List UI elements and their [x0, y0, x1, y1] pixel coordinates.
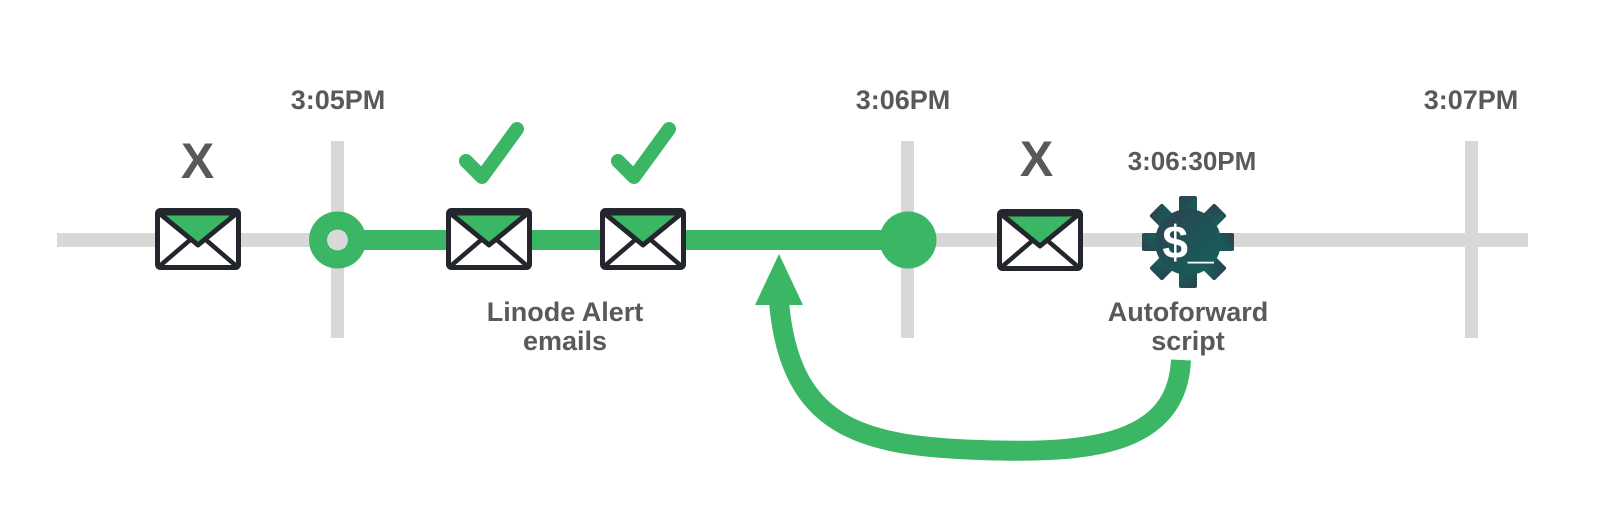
autoforward-caption-line1: Autoforward — [1107, 297, 1269, 327]
gear-teeth — [1142, 196, 1234, 288]
tick-3-05pm — [331, 141, 344, 338]
time-label-3-05pm: 3:05PM — [290, 85, 386, 115]
gear-body — [1155, 209, 1221, 275]
tick-3-07pm — [1465, 141, 1478, 338]
autoforward-caption-line2: script — [1151, 326, 1225, 356]
x-mark-glyph-1: X — [180, 133, 216, 189]
x-mark-glyph-2: X — [1019, 131, 1055, 187]
gear-terminal-icon: $_ — [1142, 196, 1234, 288]
curved-arrow-icon — [755, 254, 1191, 461]
time-label-3-07pm: 3:07PM — [1423, 85, 1519, 115]
filled-circle-marker — [879, 211, 937, 269]
alert-emails-caption-line2: emails — [522, 326, 608, 356]
time-label-3-06-30pm: 3:06:30PM — [1127, 146, 1257, 176]
open-circle-marker — [309, 211, 366, 269]
curved-arrow-head — [755, 254, 803, 305]
time-label-3-06pm: 3:06PM — [855, 85, 951, 115]
checkmark-icon-1 — [466, 129, 517, 177]
envelope-icon-alert-2 — [603, 211, 684, 268]
curved-arrow-shaft — [769, 301, 1191, 461]
alert-emails-caption-line1: Linode Alert — [486, 297, 644, 327]
checkmark-icon-2 — [618, 129, 669, 177]
terminal-prompt-glyph: $_ — [1162, 216, 1214, 268]
envelope-icon-blocked-1 — [158, 211, 239, 268]
envelope-icon-alert-1 — [449, 211, 530, 268]
envelope-icon-blocked-2 — [1000, 212, 1081, 269]
